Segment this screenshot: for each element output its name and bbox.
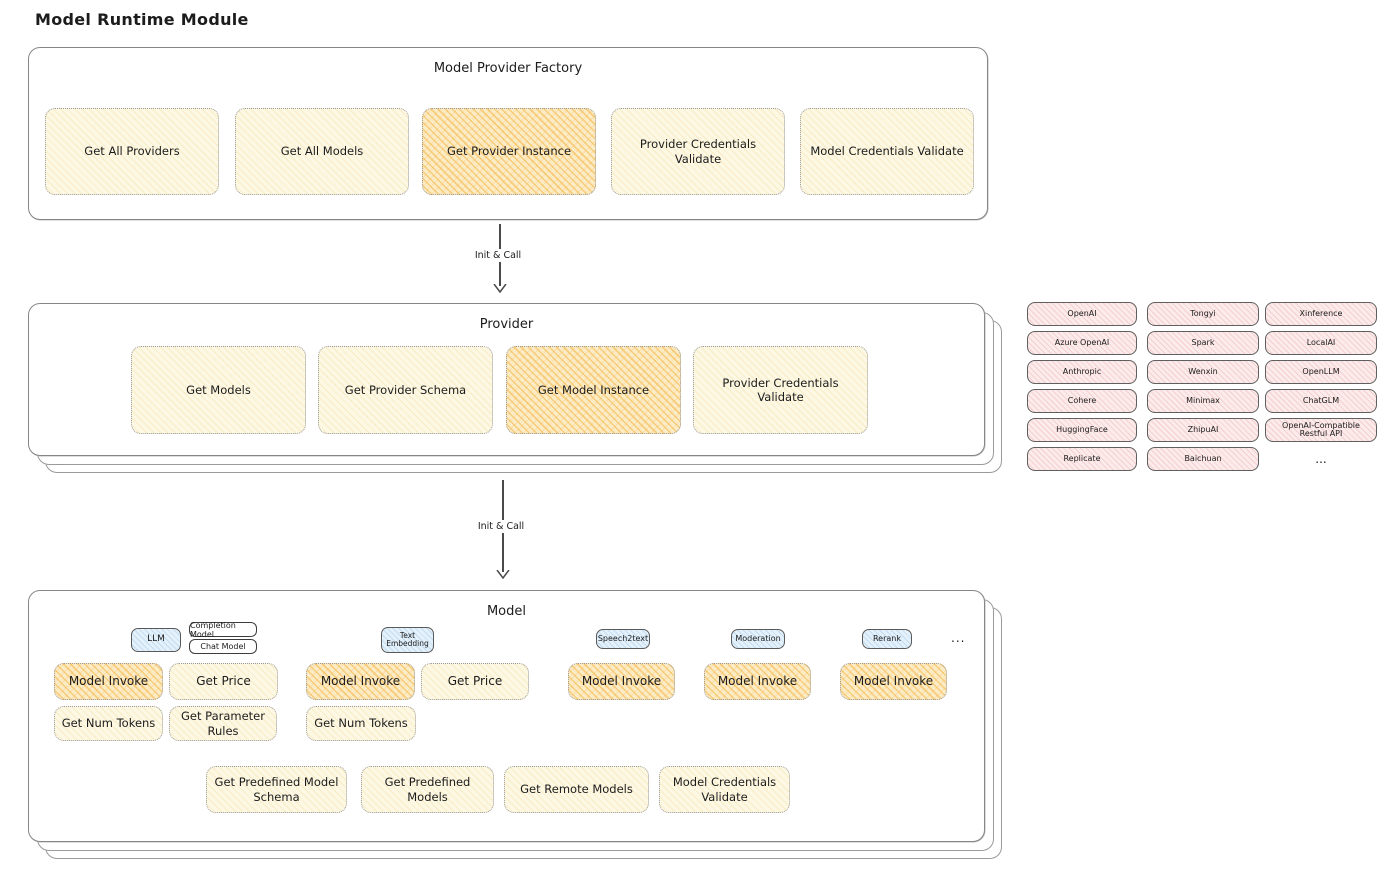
provider-cell-anthropic[interactable]: Anthropic xyxy=(1027,360,1137,384)
tabs-more-ellipsis: ... xyxy=(951,631,966,645)
tab-llm[interactable]: LLM xyxy=(131,628,181,652)
provider-cell-minimax[interactable]: Minimax xyxy=(1147,389,1259,413)
moderation-btn-model-invoke[interactable]: Model Invoke xyxy=(704,663,811,700)
provider-cell-openai[interactable]: OpenAI xyxy=(1027,302,1137,326)
provider-cell-zhipuai[interactable]: ZhipuAI xyxy=(1147,418,1259,442)
tab-speech2text[interactable]: Speech2text xyxy=(596,629,650,649)
factory-btn-provider-credentials-validate[interactable]: Provider Credentials Validate xyxy=(611,108,785,195)
model-btn-get-predefined-model-schema[interactable]: Get Predefined Model Schema xyxy=(206,766,347,813)
llm-btn-get-num-tokens[interactable]: Get Num Tokens xyxy=(54,706,163,741)
provider-btn-get-provider-schema[interactable]: Get Provider Schema xyxy=(318,346,493,434)
factory-box[interactable]: Model Provider Factory Get All Providers… xyxy=(28,47,988,220)
llm-btn-model-invoke[interactable]: Model Invoke xyxy=(54,663,163,700)
factory-btn-model-credentials-validate[interactable]: Model Credentials Validate xyxy=(800,108,974,195)
arrow2-label: Init & Call xyxy=(461,520,541,533)
rerank-btn-model-invoke[interactable]: Model Invoke xyxy=(840,663,947,700)
subtab-completion-model[interactable]: Completion Model xyxy=(189,621,257,639)
diagram-title: Model Runtime Module xyxy=(35,10,249,29)
text-embedding-btn-get-price[interactable]: Get Price xyxy=(421,663,529,700)
llm-btn-get-price[interactable]: Get Price xyxy=(169,663,278,700)
factory-btn-get-all-models[interactable]: Get All Models xyxy=(235,108,409,195)
model-btn-model-credentials-validate[interactable]: Model Credentials Validate xyxy=(659,766,790,813)
provider-btn-provider-credentials-validate[interactable]: Provider Credentials Validate xyxy=(693,346,868,434)
provider-cell-openllm[interactable]: OpenLLM xyxy=(1265,360,1377,384)
text-embedding-btn-model-invoke[interactable]: Model Invoke xyxy=(306,663,415,700)
arrow1-label: Init & Call xyxy=(458,249,538,262)
provider-more-ellipsis: ... xyxy=(1315,452,1327,466)
text-embedding-btn-get-num-tokens[interactable]: Get Num Tokens xyxy=(306,706,416,741)
model-btn-get-remote-models[interactable]: Get Remote Models xyxy=(504,766,649,813)
tab-moderation[interactable]: Moderation xyxy=(731,629,785,649)
provider-cell-openai-compatible[interactable]: OpenAI-Compatible Restful API xyxy=(1265,418,1377,442)
provider-cell-tongyi[interactable]: Tongyi xyxy=(1147,302,1259,326)
arrow-head-icon xyxy=(493,284,507,293)
arrow-head-icon xyxy=(496,570,510,579)
provider-cell-xinference[interactable]: Xinference xyxy=(1265,302,1377,326)
provider-title: Provider xyxy=(479,317,534,332)
model-btn-get-predefined-models[interactable]: Get Predefined Models xyxy=(361,766,494,813)
factory-btn-get-provider-instance[interactable]: Get Provider Instance xyxy=(422,108,596,195)
factory-btn-get-all-providers[interactable]: Get All Providers xyxy=(45,108,219,195)
provider-btn-get-models[interactable]: Get Models xyxy=(131,346,306,434)
provider-cell-wenxin[interactable]: Wenxin xyxy=(1147,360,1259,384)
provider-box[interactable]: Provider Get Models Get Provider Schema … xyxy=(28,303,985,456)
provider-cell-cohere[interactable]: Cohere xyxy=(1027,389,1137,413)
speech2text-btn-model-invoke[interactable]: Model Invoke xyxy=(568,663,675,700)
tab-text-embedding[interactable]: Text Embedding xyxy=(381,627,434,653)
provider-cell-huggingface[interactable]: HuggingFace xyxy=(1027,418,1137,442)
provider-cell-baichuan[interactable]: Baichuan xyxy=(1147,447,1259,471)
model-box[interactable]: Model LLM Completion Model Chat Model Te… xyxy=(28,590,985,842)
factory-title: Model Provider Factory xyxy=(433,61,583,76)
provider-cell-localai[interactable]: LocalAI xyxy=(1265,331,1377,355)
model-title: Model xyxy=(486,604,527,619)
provider-cell-replicate[interactable]: Replicate xyxy=(1027,447,1137,471)
llm-btn-get-parameter-rules[interactable]: Get Parameter Rules xyxy=(169,706,277,741)
provider-cell-spark[interactable]: Spark xyxy=(1147,331,1259,355)
provider-btn-get-model-instance[interactable]: Get Model Instance xyxy=(506,346,681,434)
tab-rerank[interactable]: Rerank xyxy=(862,629,912,649)
provider-cell-chatglm[interactable]: ChatGLM xyxy=(1265,389,1377,413)
subtab-chat-model[interactable]: Chat Model xyxy=(189,639,257,654)
provider-cell-azure-openai[interactable]: Azure OpenAI xyxy=(1027,331,1137,355)
